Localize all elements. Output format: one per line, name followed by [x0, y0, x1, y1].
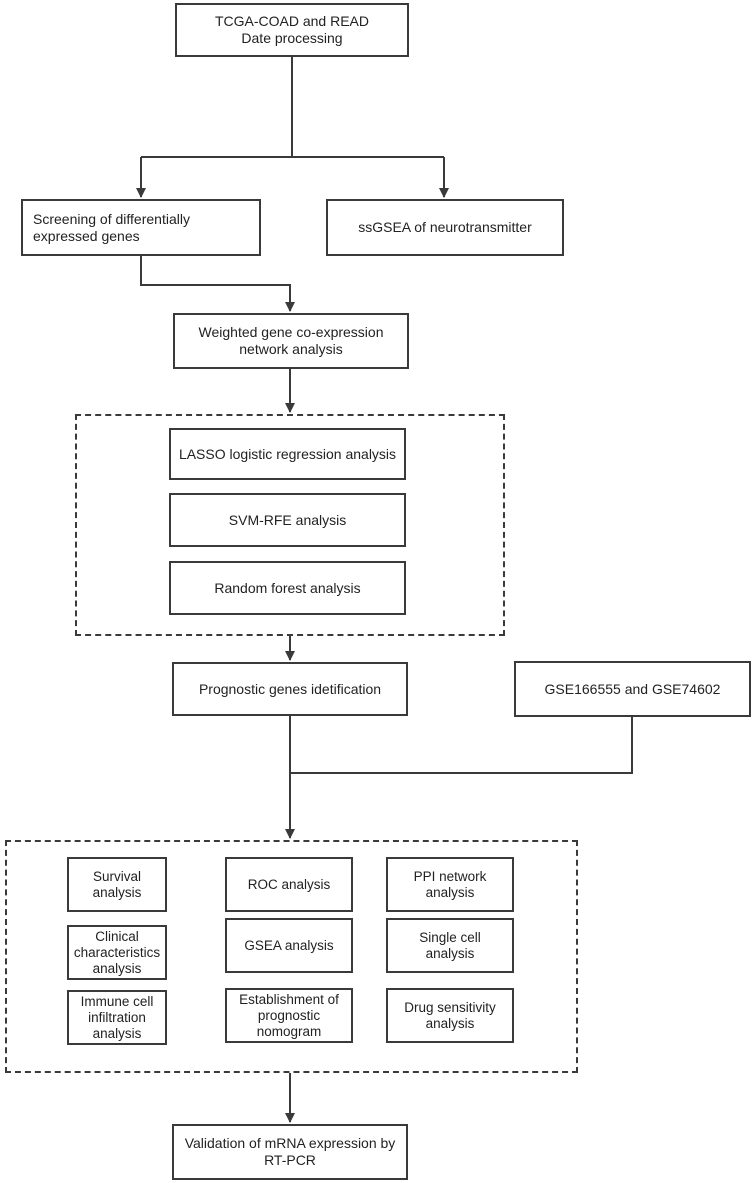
node-clinical: Clinical characteristics analysis: [67, 925, 167, 980]
node-validation: Validation of mRNA expression by RT-PCR: [172, 1124, 408, 1180]
edge-gse-merge: [290, 717, 633, 774]
node-gse: GSE166555 and GSE74602: [514, 661, 751, 717]
node-immune: Immune cell infiltration analysis: [67, 990, 167, 1045]
node-gsea: GSEA analysis: [225, 918, 353, 973]
node-roc: ROC analysis: [225, 857, 353, 912]
node-svm: SVM-RFE analysis: [169, 493, 406, 547]
node-prognostic: Prognostic genes idetification: [172, 662, 408, 716]
node-rf: Random forest analysis: [169, 561, 406, 615]
node-nomogram: Establishment of prognostic nomogram: [225, 988, 353, 1043]
node-ssgsea: ssGSEA of neurotransmitter: [326, 199, 564, 256]
downstream-analysis-group: [5, 840, 578, 1073]
node-lasso: LASSO logistic regression analysis: [169, 428, 406, 480]
node-ppi: PPI network analysis: [386, 857, 514, 912]
ml-methods-group: [75, 414, 505, 636]
node-deg: Screening of differentially expressed ge…: [21, 199, 261, 256]
node-survival: Survival analysis: [67, 857, 167, 912]
node-tcga: TCGA-COAD and READ Date processing: [175, 3, 409, 57]
edge-deg-wgcna: [140, 256, 295, 312]
node-wgcna: Weighted gene co-expression network anal…: [173, 313, 409, 369]
node-single: Single cell analysis: [386, 918, 514, 973]
node-drug: Drug sensitivity analysis: [386, 988, 514, 1043]
